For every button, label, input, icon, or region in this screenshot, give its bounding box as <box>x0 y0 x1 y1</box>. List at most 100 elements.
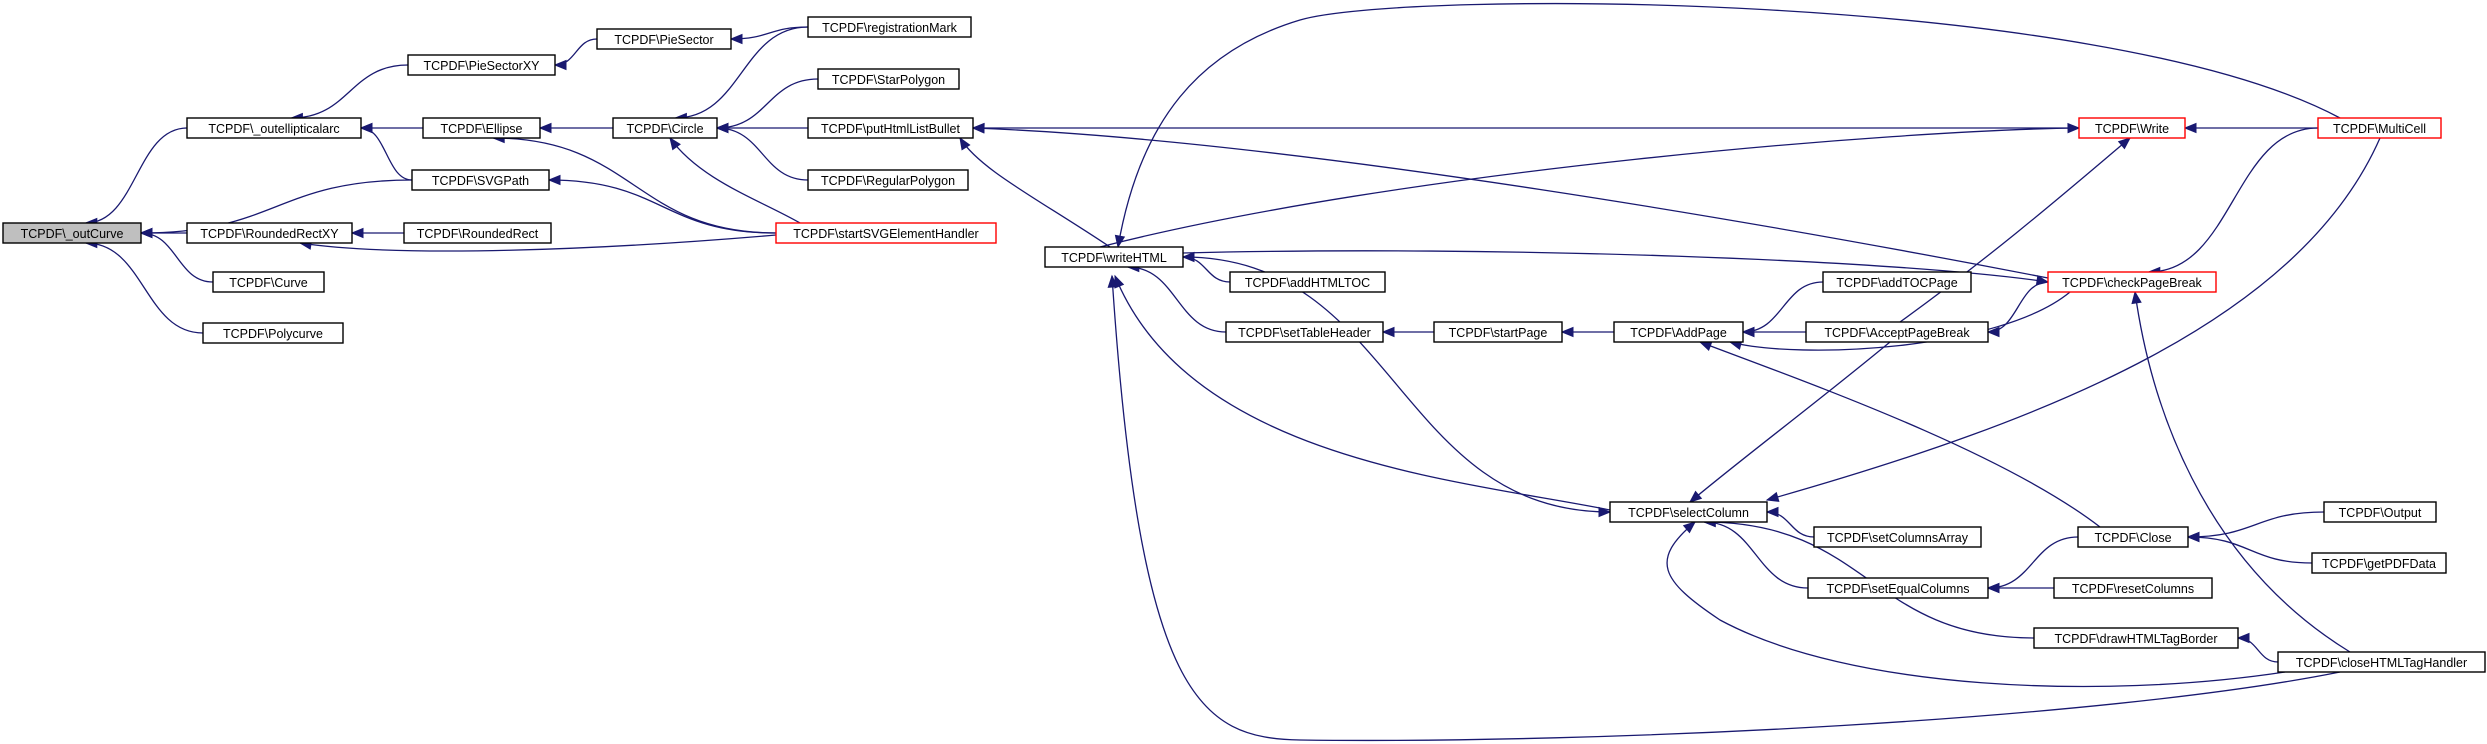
node-Output[interactable]: TCPDF\Output <box>2323 501 2437 523</box>
edge-outellipticalarc-to-outCurve <box>85 127 188 224</box>
node-box <box>1822 271 1972 293</box>
edge-Output-to-Close <box>2187 511 2325 538</box>
node-registrationMark[interactable]: TCPDF\registrationMark <box>807 16 972 38</box>
node-setTableHeader[interactable]: TCPDF\setTableHeader <box>1225 321 1384 343</box>
edge-arrowhead <box>1381 326 1395 338</box>
node-Ellipse[interactable]: TCPDF\Ellipse <box>422 117 541 139</box>
node-box <box>411 169 550 191</box>
node-checkPageBreak[interactable]: TCPDF\checkPageBreak <box>2047 271 2217 293</box>
node-label: TCPDF\RoundedRect <box>417 227 539 241</box>
edge-arrowhead <box>959 136 971 151</box>
node-label: TCPDF\RoundedRectXY <box>200 227 339 241</box>
node-PieSectorXY[interactable]: TCPDF\PieSectorXY <box>407 54 556 76</box>
node-writeHTML[interactable]: TCPDF\writeHTML <box>1044 246 1184 268</box>
node-label: TCPDF\startSVGElementHandler <box>793 227 978 241</box>
node-label: TCPDF\SVGPath <box>432 174 529 188</box>
node-RoundedRect[interactable]: TCPDF\RoundedRect <box>403 222 552 244</box>
node-outCurve[interactable]: TCPDF\_outCurve <box>2 222 142 244</box>
node-resetColumns[interactable]: TCPDF\resetColumns <box>2053 577 2213 599</box>
edge-closeHTMLTagHandler-to-drawHTMLTagBorder <box>2237 637 2279 663</box>
node-label: TCPDF\PieSectorXY <box>423 59 540 73</box>
edge-PieSector-to-PieSectorXY <box>554 38 598 66</box>
edge-arrowhead <box>1560 326 1574 338</box>
node-label: TCPDF\AddPage <box>1630 326 1727 340</box>
node-label: TCPDF\resetColumns <box>2072 582 2194 596</box>
node-Polycurve[interactable]: TCPDF\Polycurve <box>202 322 344 344</box>
edge-arrowhead <box>669 136 681 151</box>
edge-arrowhead <box>2236 632 2250 644</box>
edge-arrowhead <box>1986 582 2000 594</box>
edge-setEqualColumns-to-selectColumn <box>1704 521 1809 589</box>
node-box <box>2311 552 2447 574</box>
node-box <box>2077 526 2189 548</box>
node-closeHTMLTagHandler[interactable]: TCPDF\closeHTMLTagHandler <box>2277 651 2486 673</box>
edge-arrowhead <box>139 227 153 239</box>
node-setColumnsArray[interactable]: TCPDF\setColumnsArray <box>1813 526 1982 548</box>
edge-arrowhead <box>547 174 561 186</box>
node-box <box>817 68 960 90</box>
node-addTOCPage[interactable]: TCPDF\addTOCPage <box>1822 271 1972 293</box>
node-PieSector[interactable]: TCPDF\PieSector <box>596 28 732 50</box>
node-setEqualColumns[interactable]: TCPDF\setEqualColumns <box>1807 577 1989 599</box>
node-Circle[interactable]: TCPDF\Circle <box>612 117 718 139</box>
node-startPage[interactable]: TCPDF\startPage <box>1433 321 1563 343</box>
node-box <box>422 117 541 139</box>
node-MultiCell[interactable]: TCPDF\MultiCell <box>2317 117 2442 139</box>
node-AddPage[interactable]: TCPDF\AddPage <box>1613 321 1744 343</box>
node-box <box>1807 577 1989 599</box>
node-selectColumn[interactable]: TCPDF\selectColumn <box>1609 501 1768 523</box>
node-putHtmlListBullet[interactable]: TCPDF\putHtmlListBullet <box>807 117 974 139</box>
node-label: TCPDF\_outCurve <box>21 227 124 241</box>
node-label: TCPDF\drawHTMLTagBorder <box>2054 632 2217 646</box>
edge-arrowhead <box>1765 491 1780 502</box>
edge-writeHTML-to-Write <box>1099 127 2080 248</box>
edge-arrowhead <box>1741 326 1755 338</box>
node-box <box>596 28 732 50</box>
node-RoundedRectXY[interactable]: TCPDF\RoundedRectXY <box>186 222 353 244</box>
node-startSVGElementHandler[interactable]: TCPDF\startSVGElementHandler <box>775 222 997 244</box>
edge-AcceptPageBreak-to-Write <box>1899 137 2131 323</box>
node-StarPolygon[interactable]: TCPDF\StarPolygon <box>817 68 960 90</box>
node-drawHTMLTagBorder[interactable]: TCPDF\drawHTMLTagBorder <box>2033 627 2239 649</box>
node-box <box>612 117 718 139</box>
node-label: TCPDF\writeHTML <box>1061 251 1167 265</box>
node-Write[interactable]: TCPDF\Write <box>2078 117 2186 139</box>
node-label: TCPDF\putHtmlListBullet <box>821 122 960 136</box>
node-getPDFData[interactable]: TCPDF\getPDFData <box>2311 552 2447 574</box>
node-label: TCPDF\setEqualColumns <box>1826 582 1969 596</box>
node-box <box>186 117 362 139</box>
node-label: TCPDF\Curve <box>229 276 308 290</box>
node-box <box>407 54 556 76</box>
edge-arrowhead <box>1682 521 1697 534</box>
edge-arrowhead <box>2131 290 2142 305</box>
node-addHTMLTOC[interactable]: TCPDF\addHTMLTOC <box>1229 271 1386 293</box>
node-label: TCPDF\RegularPolygon <box>821 174 955 188</box>
node-SVGPath[interactable]: TCPDF\SVGPath <box>411 169 550 191</box>
node-RegularPolygon[interactable]: TCPDF\RegularPolygon <box>807 169 969 191</box>
edge-arrowhead <box>1765 506 1779 518</box>
node-AcceptPageBreak[interactable]: TCPDF\AcceptPageBreak <box>1805 321 1989 343</box>
node-Close[interactable]: TCPDF\Close <box>2077 526 2189 548</box>
edge-addTOCPage-to-AddPage <box>1742 281 1824 333</box>
edge-writeHTML-to-selectColumn <box>1182 256 1611 513</box>
edge-closeHTMLTagHandler-to-selectColumn <box>1666 521 2286 688</box>
edge-arrowhead <box>1598 506 1612 518</box>
node-label: TCPDF\MultiCell <box>2333 122 2426 136</box>
edge-Polycurve-to-outCurve <box>85 242 204 334</box>
node-Curve[interactable]: TCPDF\Curve <box>212 271 325 293</box>
node-box <box>2277 651 2486 673</box>
edge-arrowhead <box>1986 326 2000 338</box>
node-box <box>1044 246 1184 268</box>
edge-arrowhead <box>1698 341 1713 351</box>
node-box <box>1433 321 1563 343</box>
node-box <box>2078 117 2186 139</box>
node-box <box>1225 321 1384 343</box>
edge-arrowhead <box>715 122 729 134</box>
node-box <box>2053 577 2213 599</box>
node-outellipticalarc[interactable]: TCPDF\_outellipticalarc <box>186 117 362 139</box>
edge-startSVGElementHandler-to-Circle <box>669 137 801 224</box>
node-label: TCPDF\addTOCPage <box>1836 276 1957 290</box>
node-box <box>202 322 344 344</box>
node-box <box>1805 321 1989 343</box>
node-label: TCPDF\Output <box>2339 506 2422 520</box>
